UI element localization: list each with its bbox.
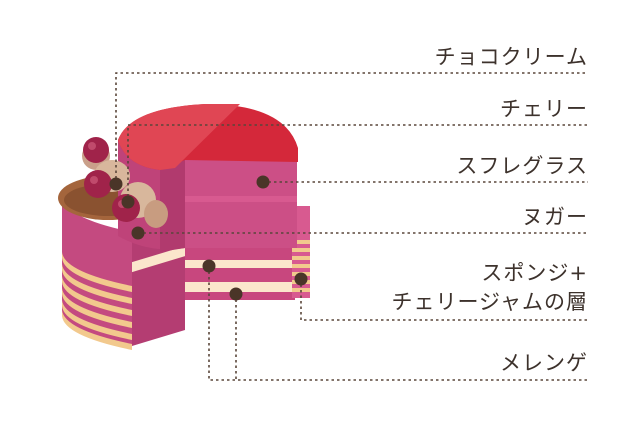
label-choco-cream: チョコクリーム	[434, 45, 588, 69]
cherry-top-glaze-shade	[118, 104, 240, 170]
dot-sponge	[294, 272, 308, 286]
leader-dots	[109, 175, 308, 301]
souffle-band	[185, 196, 297, 202]
label-sponge-line1: スポンジ+	[481, 261, 588, 285]
label-cherry: チェリー	[500, 97, 588, 121]
label-sponge-line2: チェリージャムの層	[391, 290, 588, 314]
label-meringue: メレンゲ	[500, 351, 588, 375]
sponge-layer-front	[132, 246, 185, 273]
souffle-front-edge	[160, 160, 185, 252]
dot-cherry	[121, 195, 135, 209]
cake-illustration	[58, 104, 310, 350]
souffle-cut-face	[185, 160, 297, 248]
leader-lines	[115, 72, 588, 381]
label-souffle-glace: スフレグラス	[456, 154, 588, 178]
dot-meringue-b	[229, 287, 243, 301]
leader-choco-cream	[115, 72, 588, 184]
dot-meringue-a	[202, 259, 216, 273]
leader-cherry	[127, 124, 588, 202]
dot-souffle	[256, 175, 270, 189]
label-nougat: ヌガー	[522, 205, 588, 229]
cream-layer	[185, 260, 295, 268]
cake-side-stripes	[62, 252, 132, 350]
leader-sponge	[300, 279, 588, 321]
dot-choco-cream	[109, 177, 123, 191]
sponge-layer	[185, 282, 295, 292]
dot-nougat	[131, 226, 145, 240]
